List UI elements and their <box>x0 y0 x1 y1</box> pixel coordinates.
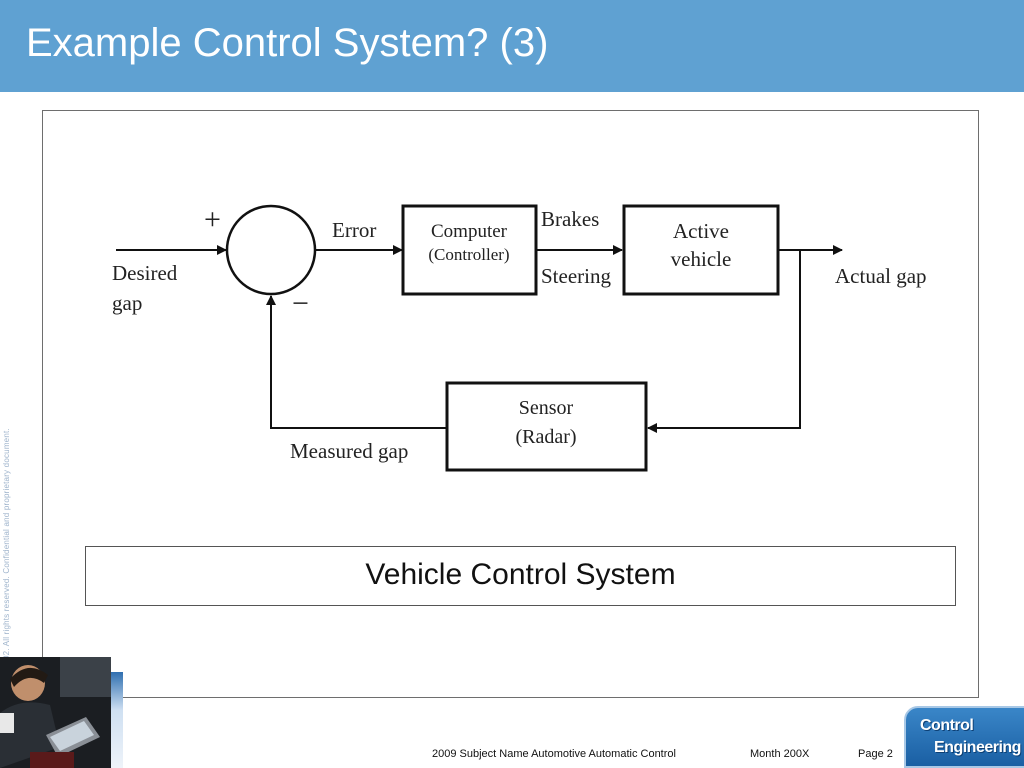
plus-sign: + <box>204 203 221 236</box>
title-bar: Example Control System? (3) <box>0 0 1024 92</box>
sensor-label-line2: (Radar) <box>515 426 576 448</box>
minus-sign: − <box>292 287 309 320</box>
controller-label-line1: Computer <box>431 221 508 242</box>
diagram-caption: Vehicle Control System <box>85 546 956 606</box>
photo-accent-strip <box>111 672 123 768</box>
side-copyright: 02. All rights reserved. Confidential an… <box>2 428 11 660</box>
technician-photo-art <box>0 657 111 768</box>
feedback-to-summer-arrow <box>266 295 446 429</box>
technician-photo <box>0 657 111 768</box>
sensor-label-line1: Sensor <box>519 397 574 419</box>
error-label: Error <box>332 218 376 242</box>
logo-line-control: Control <box>920 717 974 734</box>
footer-page-number: Page 2 <box>858 748 893 760</box>
vehicle-block <box>622 204 780 296</box>
controller-label-line2: (Controller) <box>428 245 509 264</box>
logo-line-engineering: Engineering <box>934 739 1021 756</box>
control-engineering-logo: Control Engineering <box>904 706 1024 768</box>
steering-label: Steering <box>541 264 611 288</box>
brakes-label: Brakes <box>541 207 599 231</box>
summing-junction <box>225 204 317 296</box>
measured-gap-label: Measured gap <box>290 439 408 463</box>
desired-gap-label-line2: gap <box>112 291 142 315</box>
vehicle-label-line1: Active <box>673 219 729 243</box>
slide-title: Example Control System? (3) <box>26 21 549 65</box>
desired-gap-label-line1: Desired <box>112 261 178 285</box>
vehicle-label-line2: vehicle <box>671 247 732 271</box>
controller-block <box>401 204 538 296</box>
sensor-block <box>445 381 648 472</box>
feedback-to-sensor-arrow <box>647 250 801 433</box>
actual-gap-label: Actual gap <box>835 264 927 288</box>
footer-date: Month 200X <box>750 748 810 760</box>
footer-course: 2009 Subject Name Automotive Automatic C… <box>432 748 676 760</box>
